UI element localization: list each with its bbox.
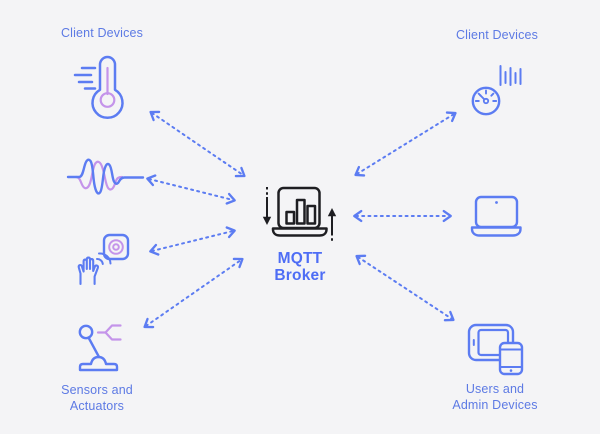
label-client-devices-left: Client Devices (61, 26, 143, 40)
arrow-waveform-broker (146, 174, 236, 205)
bar-medium (306, 204, 317, 225)
label-mqtt-broker: MQTT Broker (274, 250, 326, 284)
phone-shape (498, 341, 524, 376)
hand-shape (77, 256, 100, 286)
arrow-gauge-broker (354, 111, 457, 177)
laptop-icon (468, 193, 524, 239)
arrow-motion-sensor-broker (149, 226, 236, 256)
bar-short (285, 210, 296, 225)
motion-sensor-icon (68, 230, 130, 288)
camera-dot (495, 201, 498, 204)
label-sensors-actuators: Sensors and Actuators (61, 383, 133, 413)
arrow-joystick-broker (143, 257, 244, 329)
joystick-icon (75, 318, 130, 372)
arrow-tablet-broker (355, 254, 455, 322)
signal-bars (499, 65, 522, 86)
label-users-admin-devices: Users and Admin Devices (452, 382, 538, 412)
arrow-thermometer-broker (149, 110, 246, 178)
tablet-phone-icon (466, 322, 526, 376)
thermometer-icon (62, 52, 138, 120)
fork-symbol (96, 324, 122, 341)
label-client-devices-right: Client Devices (456, 28, 538, 42)
subscribe-arrow-up (327, 208, 337, 243)
publish-arrow-down (262, 187, 272, 225)
broker-laptop-icon (255, 180, 345, 250)
waveform-icon (66, 155, 146, 201)
gauge-icon (466, 60, 526, 118)
bar-tall (295, 198, 306, 225)
